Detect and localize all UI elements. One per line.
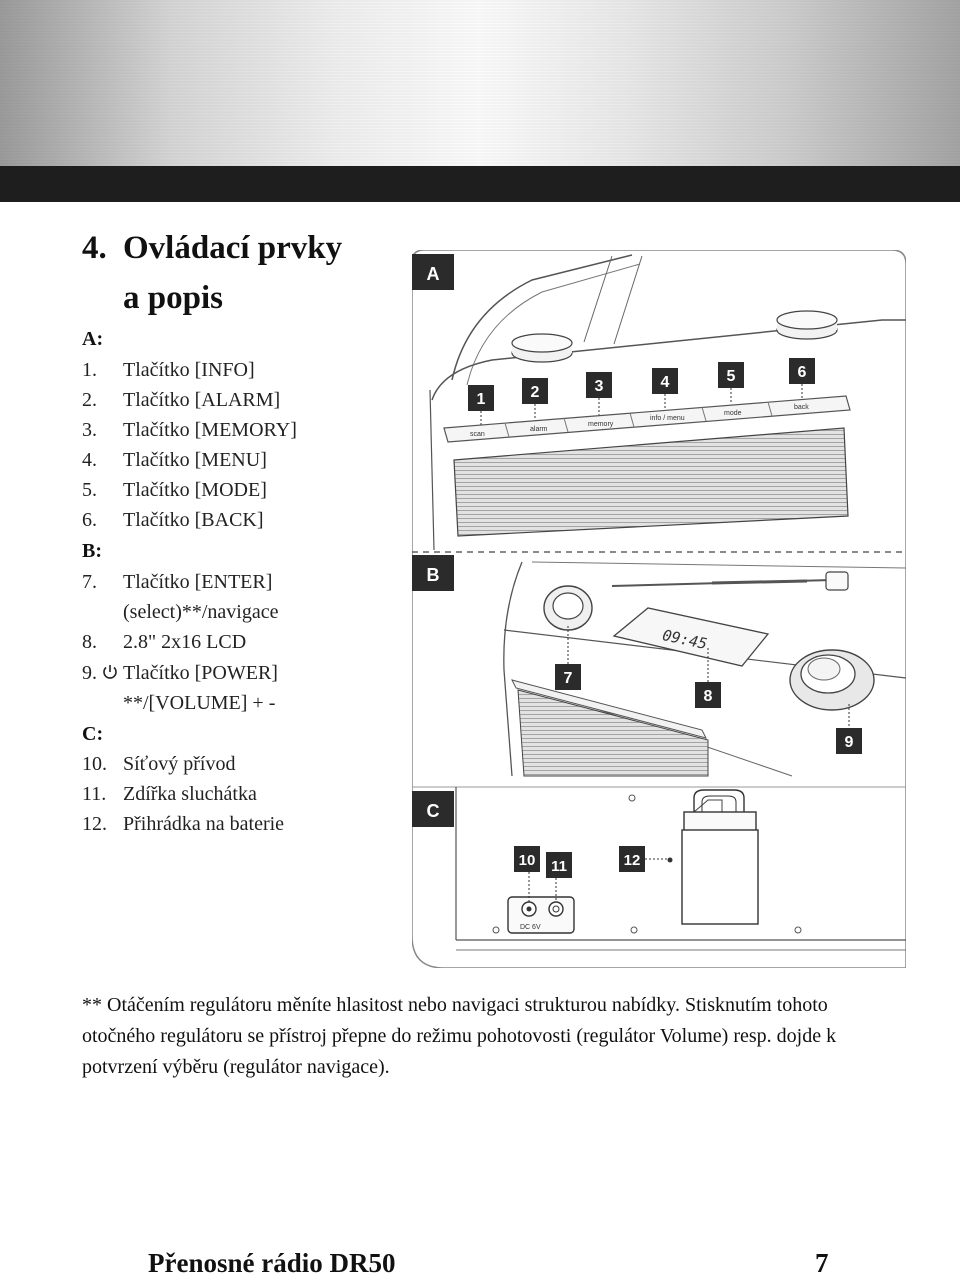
section-title-line2: a popis <box>123 280 223 316</box>
svg-text:11: 11 <box>551 858 567 875</box>
list-item: Zdířka sluchátka <box>123 783 257 805</box>
button-label-scan: scan <box>470 431 485 438</box>
item-number: 5. <box>82 479 97 501</box>
button-label-back: back <box>794 404 809 411</box>
item-number: 1. <box>82 359 97 381</box>
list-item: Tlačítko [MODE] <box>123 479 267 501</box>
svg-text:8: 8 <box>704 688 713 705</box>
svg-text:6: 6 <box>798 364 807 381</box>
marker-9: 9 <box>836 704 862 754</box>
radio-illustration: A B C scan alarm memory in <box>412 250 906 968</box>
section-number: 4. <box>82 230 107 266</box>
footer-title: Přenosné rádio DR50 <box>148 1248 396 1278</box>
item-number: 11. <box>82 783 107 805</box>
svg-text:7: 7 <box>564 670 573 687</box>
item-number: 4. <box>82 449 97 471</box>
svg-text:5: 5 <box>727 368 736 385</box>
marker-1: 1 <box>468 385 494 426</box>
list-item: Síťový přívod <box>123 753 236 775</box>
header-bar <box>0 166 960 202</box>
list-item: Tlačítko [ALARM] <box>123 389 281 411</box>
group-label-a: A: <box>82 328 104 350</box>
item-number: 7. <box>82 571 97 593</box>
list-item: Tlačítko [POWER] <box>123 662 278 684</box>
list-item: Tlačítko [MEMORY] <box>123 419 297 441</box>
item-number: 9. <box>82 662 97 684</box>
item-number: 10. <box>82 753 107 775</box>
button-label-memory: memory <box>588 421 614 428</box>
marker-2: 2 <box>522 378 548 420</box>
item-number: 6. <box>82 509 97 531</box>
marker-7: 7 <box>555 626 581 690</box>
svg-text:2: 2 <box>531 384 540 401</box>
list-item-continuation: **/[VOLUME] + - <box>123 692 276 714</box>
svg-text:4: 4 <box>661 374 670 391</box>
list-item: Tlačítko [INFO] <box>123 359 255 381</box>
svg-text:C: C <box>427 801 440 821</box>
list-item: Tlačítko [ENTER] <box>123 571 273 593</box>
item-number: 12. <box>82 813 107 835</box>
dc-input-label: DC 6V <box>520 924 541 931</box>
svg-text:1: 1 <box>477 391 486 408</box>
marker-11: 11 <box>546 852 572 902</box>
section-title-line1: Ovládací prvky <box>123 230 343 266</box>
marker-4: 4 <box>652 368 678 410</box>
radio-top-view: 09:45 <box>503 561 906 777</box>
item-number: 3. <box>82 419 97 441</box>
footnote: ** Otáčením regulátoru měníte hlasitost … <box>82 994 837 1078</box>
header-banner <box>0 0 960 166</box>
item-number: 2. <box>82 389 97 411</box>
svg-text:B: B <box>427 565 440 585</box>
list-item-continuation: (select)**/navigace <box>123 601 279 623</box>
marker-5: 5 <box>718 362 744 404</box>
marker-8: 8 <box>695 648 721 708</box>
item-number: 8. <box>82 631 97 653</box>
svg-text:9: 9 <box>845 734 854 751</box>
tag-a: A <box>412 254 454 290</box>
page-number: 7 <box>815 1248 829 1278</box>
tag-c: C <box>412 791 454 827</box>
button-label-alarm: alarm <box>530 426 548 433</box>
marker-6: 6 <box>789 358 815 398</box>
radio-front-view: scan alarm memory info / menu mode back <box>429 254 906 551</box>
marker-10: 10 <box>514 846 540 902</box>
tag-b: B <box>412 555 454 591</box>
marker-3: 3 <box>586 372 612 415</box>
svg-text:A: A <box>427 264 440 284</box>
list-item: Tlačítko [BACK] <box>123 509 264 531</box>
group-label-c: C: <box>82 723 104 745</box>
group-label-b: B: <box>82 540 102 562</box>
svg-text:3: 3 <box>595 378 604 395</box>
button-label-info-menu: info / menu <box>650 415 685 422</box>
power-icon <box>103 665 117 679</box>
svg-text:10: 10 <box>519 852 536 869</box>
list-item: Tlačítko [MENU] <box>123 449 267 471</box>
radio-back-view: DC 6V <box>412 786 906 951</box>
list-item: 2.8" 2x16 LCD <box>123 631 247 653</box>
marker-12: 12 <box>619 846 670 872</box>
svg-text:12: 12 <box>624 852 641 869</box>
list-item: Přihrádka na baterie <box>123 813 285 835</box>
button-label-mode: mode <box>724 410 742 417</box>
